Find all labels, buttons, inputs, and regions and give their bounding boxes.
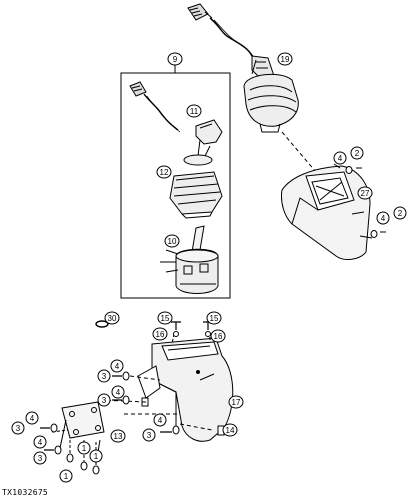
- right-console-housing: [281, 163, 373, 260]
- callout-14: 14: [222, 423, 238, 437]
- svg-text:16: 16: [156, 330, 165, 339]
- svg-text:9: 9: [173, 55, 178, 64]
- svg-text:10: 10: [168, 237, 177, 246]
- callout-16: 16: [152, 327, 168, 341]
- svg-text:4: 4: [115, 362, 120, 371]
- callout-4: 4: [153, 413, 167, 427]
- svg-text:4: 4: [38, 438, 43, 447]
- callout-11: 11: [186, 104, 202, 118]
- callout-4: 4: [110, 359, 124, 373]
- subassembly-box: [120, 65, 231, 299]
- callout-30: 30: [104, 311, 120, 325]
- callout-27: 27: [357, 186, 373, 200]
- callout-3: 3: [142, 428, 156, 442]
- svg-text:2: 2: [398, 209, 403, 218]
- callout-1: 1: [89, 449, 103, 463]
- callout-15: 15: [206, 311, 222, 325]
- callout-19: 19: [277, 52, 293, 66]
- callout-16: 16: [210, 329, 226, 343]
- hardware: [40, 166, 386, 475]
- svg-text:4: 4: [158, 416, 163, 425]
- callout-9: 9: [167, 52, 183, 66]
- svg-text:3: 3: [102, 372, 107, 381]
- svg-text:4: 4: [116, 388, 121, 397]
- callout-13: 13: [110, 429, 126, 443]
- callout-1: 1: [77, 441, 91, 455]
- callout-10: 10: [164, 234, 180, 248]
- svg-text:16: 16: [214, 332, 223, 341]
- svg-text:12: 12: [160, 168, 169, 177]
- callout-4: 4: [25, 411, 39, 425]
- callout-4: 4: [376, 211, 390, 225]
- svg-text:1: 1: [94, 452, 99, 461]
- svg-text:15: 15: [210, 314, 219, 323]
- callout-17: 17: [228, 395, 244, 409]
- callout-4: 4: [33, 435, 47, 449]
- svg-text:1: 1: [64, 472, 69, 481]
- callout-1: 1: [59, 469, 73, 483]
- svg-text:17: 17: [232, 398, 241, 407]
- callout-12: 12: [156, 165, 172, 179]
- callout-2: 2: [393, 206, 407, 220]
- svg-text:3: 3: [16, 424, 21, 433]
- svg-text:27: 27: [361, 189, 370, 198]
- svg-text:4: 4: [30, 414, 35, 423]
- svg-text:15: 15: [161, 314, 170, 323]
- callout-4: 4: [333, 151, 347, 165]
- callout-2: 2: [350, 146, 364, 160]
- callout-3: 3: [11, 421, 25, 435]
- callout-3: 3: [33, 451, 47, 465]
- svg-text:1: 1: [82, 444, 87, 453]
- svg-text:14: 14: [226, 426, 235, 435]
- figure-id: TX1032675: [2, 488, 49, 497]
- svg-text:30: 30: [108, 314, 117, 323]
- svg-text:13: 13: [114, 432, 123, 441]
- svg-text:4: 4: [381, 214, 386, 223]
- callout-15: 15: [157, 311, 173, 325]
- svg-text:19: 19: [281, 55, 290, 64]
- callout-3: 3: [97, 369, 111, 383]
- svg-text:11: 11: [190, 107, 199, 116]
- svg-text:3: 3: [38, 454, 43, 463]
- svg-text:3: 3: [102, 396, 107, 405]
- left-console-housing: [99, 332, 234, 442]
- svg-text:3: 3: [147, 431, 152, 440]
- upper-harness-and-joystick: [187, 3, 317, 173]
- callout-3: 3: [97, 393, 111, 407]
- svg-text:4: 4: [338, 154, 343, 163]
- svg-text:2: 2: [355, 149, 360, 158]
- callout-4: 4: [111, 385, 125, 399]
